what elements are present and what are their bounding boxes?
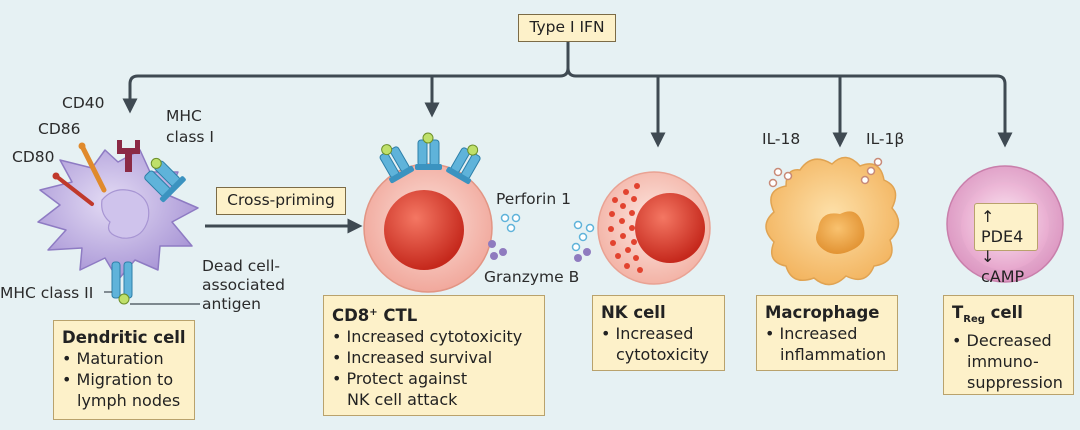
- il1b-granules: [860, 157, 883, 185]
- perforin-granules: [500, 213, 595, 252]
- ctl-item-cytotoxicity: • Increased cytotoxicity: [332, 327, 523, 346]
- dendritic-cell-box: Dendritic cell • Maturation • Migration …: [53, 320, 195, 420]
- cd40-receptor: [117, 140, 140, 172]
- ctl-title-main: CD8: [332, 306, 370, 325]
- ctl-title-rest: CTL: [377, 306, 418, 325]
- granzyme-granules: [488, 240, 591, 262]
- mhc-class-i-on-dc: [144, 157, 186, 203]
- ifn-distribution-arrows: [122, 40, 1013, 148]
- ctl-title: CD8+ CTL: [332, 302, 536, 326]
- antigen-label-line1: Dead cell-: [202, 257, 280, 275]
- treg-item-decreased: • Decreased: [952, 331, 1052, 350]
- nk-granules: [608, 183, 643, 273]
- macrophage-box: Macrophage • Increased inflammation: [756, 295, 898, 371]
- ctl-item-protect-cont: NK cell attack: [347, 390, 458, 409]
- ctl-item-survival: • Increased survival: [332, 348, 493, 367]
- cd86-receptor: [78, 142, 107, 193]
- cross-priming-label: Cross-priming: [216, 187, 346, 215]
- dendritic-item-maturation: • Maturation: [62, 349, 164, 368]
- dendritic-item-migration-cont: lymph nodes: [77, 391, 181, 410]
- mhc-class-ii-label: MHC class II: [0, 284, 94, 302]
- il18-granules: [768, 167, 793, 188]
- cd86-label: CD86: [38, 120, 81, 138]
- mhc-class-i-label-line2: class I: [166, 128, 214, 146]
- treg-title: TReg cell: [952, 302, 1065, 330]
- cd40-label: CD40: [62, 94, 105, 112]
- nk-box: NK cell • Increased cytotoxicity: [592, 295, 725, 371]
- dendritic-cell-title: Dendritic cell: [62, 328, 186, 347]
- nk-item-cytotoxicity: cytotoxicity: [616, 345, 709, 364]
- treg-pde4-text: ↑ PDE4: [981, 207, 1024, 246]
- cd80-label: CD80: [12, 148, 55, 166]
- nk-item-increased: • Increased: [601, 324, 694, 343]
- ctl-cell: [363, 163, 493, 293]
- antigen-label-line2: associated: [202, 276, 285, 294]
- ctl-box: CD8+ CTL • Increased cytotoxicity • Incr…: [323, 295, 545, 416]
- nk-cell: [597, 171, 711, 285]
- macrophage-cell: [765, 156, 900, 286]
- treg-pde4-camp-box: ↑ PDE4 ↓ cAMP: [974, 203, 1038, 286]
- mhc-class-ii-on-dc: [104, 261, 200, 305]
- treg-item-suppression: suppression: [967, 373, 1063, 392]
- macrophage-title: Macrophage: [765, 303, 880, 322]
- treg-item-immuno: immuno-: [967, 352, 1039, 371]
- macrophage-item-inflammation: inflammation: [780, 345, 887, 364]
- dendritic-cell: [37, 149, 199, 281]
- ctl-title-sup: +: [369, 307, 378, 318]
- il18-label: IL-18: [762, 130, 801, 148]
- cd80-receptor: [52, 172, 94, 206]
- mhc-class-i-label-line1: MHC: [166, 107, 202, 125]
- granzyme-label: Granzyme B: [484, 268, 580, 286]
- il1b-label: IL-1β: [866, 130, 905, 148]
- macrophage-item-increased: • Increased: [765, 324, 858, 343]
- treg-title-sub: Reg: [963, 314, 985, 325]
- treg-box: TReg cell • Decreased immuno- suppressio…: [943, 295, 1074, 395]
- treg-camp-text: ↓ cAMP: [981, 247, 1025, 286]
- type-i-ifn-label: Type I IFN: [518, 14, 616, 42]
- treg-title-rest: cell: [984, 303, 1023, 322]
- nk-title: NK cell: [601, 303, 666, 322]
- dendritic-item-migration: • Migration to: [62, 370, 174, 389]
- treg-title-t: T: [952, 303, 964, 322]
- antigen-label-line3: antigen: [202, 295, 261, 313]
- ctl-item-protect: • Protect against: [332, 369, 468, 388]
- perforin-label: Perforin 1: [496, 190, 571, 208]
- ctl-tcr-receptors: [379, 132, 481, 185]
